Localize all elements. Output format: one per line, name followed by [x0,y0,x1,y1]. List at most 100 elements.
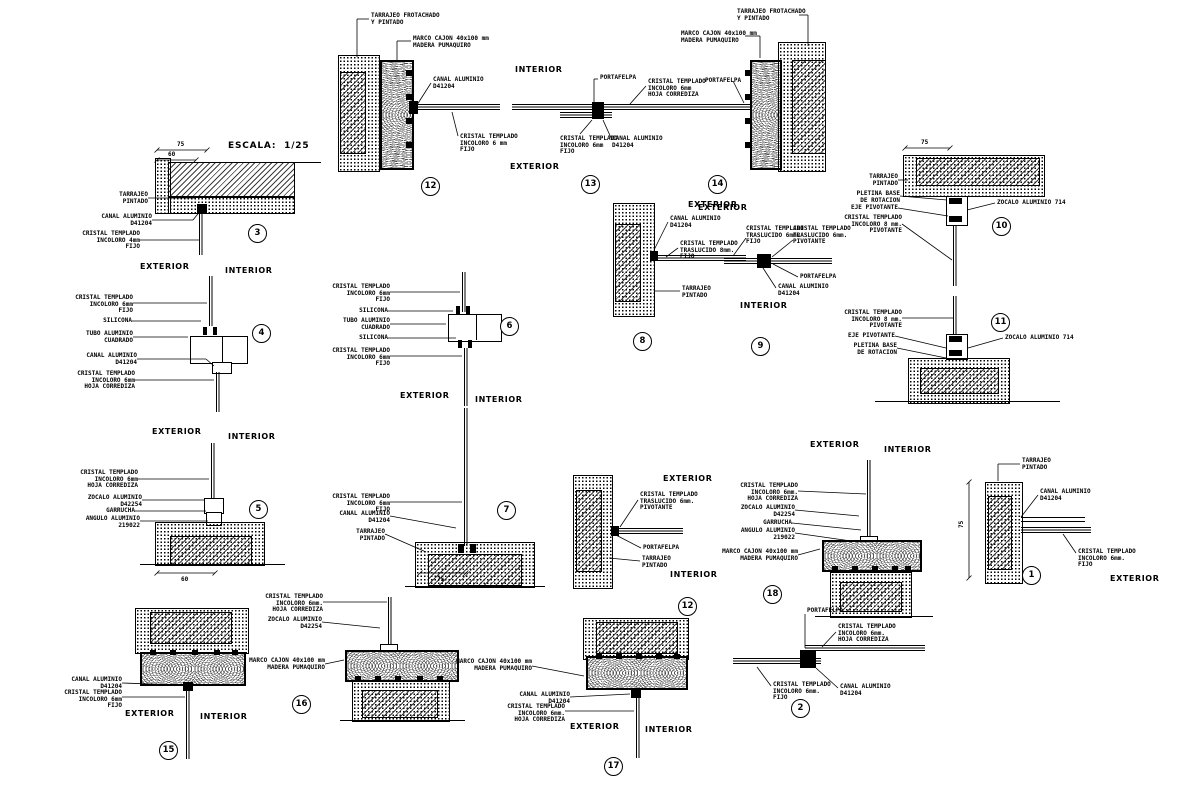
annotation-label: CANAL ALUMINIO D41204 [339,510,390,524]
gasket-block [406,70,412,76]
glass-pane-horizontal [611,528,683,535]
overlap-joint-block [800,650,816,668]
zone-label: INTERIOR [645,725,693,734]
annotation-label: CANAL ALUMINIO D41204 [433,76,484,90]
annotation-label: PORTAFELPA [705,77,742,84]
annotation-label: PLETINA BASE DE ROTACION [856,190,900,204]
annotation-label: CRISTAL TEMPLADO INCOLORO 8 mm. PIVOTANT… [844,309,902,330]
annotation-label: ZOCALO ALUMINIO 714 [997,199,1066,206]
annotation-label: ANGULO ALUMINIO 219022 [85,515,140,529]
annotation-label: CRISTAL TEMPLADO INCOLORO 6mm. HOJA CORR… [740,482,798,503]
zone-label: INTERIOR [228,432,276,441]
annotation-label: PORTAFELPA [643,544,680,551]
gasket-block [596,654,602,659]
annotation-label: CRISTAL TEMPLADO INCOLORO 6mm. FIJO [773,681,831,702]
glass-pane-vertical [462,272,466,312]
aluminum-channel-block [650,251,658,261]
glass-pane-horizontal [724,258,832,265]
concrete-hatch-region [168,162,295,198]
concrete-hatch-region [340,72,366,154]
detail-callout-2: 2 [791,699,810,718]
dimension-label: 60 [168,151,176,158]
silicone-block [213,327,217,335]
concrete-hatch-region [840,582,902,612]
glass-pane-vertical [388,597,392,647]
edge-line [340,720,465,721]
dimension-label: 75 [437,576,445,583]
concrete-hatch-region [920,368,999,394]
annotation-label: ZOCALO ALUMINIO 714 [1005,334,1074,341]
glass-pane-vertical [464,348,468,406]
zone-label: EXTERIOR [810,440,860,449]
annotation-label: CRISTAL TEMPLADO INCOLORO 6mm FIJO [332,283,390,304]
zone-label: INTERIOR [740,301,788,310]
aluminum-channel-block [409,101,418,114]
annotation-label: TUBO ALUMINIO CUADRADO [86,330,133,344]
annotation-label: GARRUCHA [106,507,135,514]
detail-callout-16: 16 [292,695,311,714]
gasket-block [406,94,412,100]
tube-division-line [476,314,477,340]
detail-callout-5: 5 [249,500,268,519]
detail-callout-1: 1 [1022,566,1041,585]
annotation-label: CRISTAL TEMPLADO TRASLUCIDO 6mm. PIVOTAN… [793,225,851,246]
concrete-hatch-region [916,158,1040,186]
detail-callout-8: 8 [633,332,652,351]
plaster-stipple-region [168,196,295,214]
detail-callout-9: 9 [751,337,770,356]
zone-label: INTERIOR [515,65,563,74]
gasket-block [832,566,838,571]
annotation-label: EJE PIVOTANTE [851,204,898,211]
channel-line [1021,521,1085,522]
pivot-plate-block [949,216,962,222]
annotation-label: TARRAJEO FROTACHADO Y PINTADO [737,8,806,22]
zone-label: INTERIOR [225,266,273,275]
annotation-label: CANAL ALUMINIO D41204 [670,215,721,229]
edge-line [815,616,933,617]
tube-division-line [222,336,223,362]
concrete-hatch-region [170,536,252,565]
gasket-block [214,650,220,655]
annotation-label: MARCO CAJON 40x100 mm MADERA PUMAQUIRO [413,35,489,49]
aluminum-channel-block [631,689,641,698]
pivot-plate-block [949,198,962,204]
glass-pane-vertical [216,372,220,412]
gasket-block [656,654,662,659]
annotation-label: CRISTAL TEMPLADO INCOLORO 6mm. HOJA CORR… [838,623,896,644]
annotation-label: CANAL ALUMINIO D41204 [101,213,152,227]
gasket-block [745,118,751,124]
annotation-label: CRISTAL TEMPLADO TRASLUCIDO 8mm. FIJO [680,240,738,261]
annotation-label: CRISTAL TEMPLADO INCOLORO 6mm HOJA CORRE… [80,469,138,490]
glass-pane-vertical [211,443,215,501]
annotation-label: CANAL ALUMINIO D41204 [840,683,891,697]
edge-line [405,586,545,587]
edge-line [293,162,321,163]
detail-callout-11: 11 [991,313,1010,332]
glass-pane-vertical [209,276,213,326]
detail-callout-6: 6 [500,317,519,336]
annotation-label: CRISTAL TEMPLADO TRASLUCIDO 6mm. PIVOTAN… [640,491,698,512]
aluminum-channel-block [197,204,207,213]
annotation-label: CRISTAL TEMPLADO INCOLORO 6 mm FIJO [460,133,518,154]
gasket-block [674,654,680,659]
wood-frame [586,656,688,690]
annotation-label: CANAL ALUMINIO D41204 [1040,488,1091,502]
wood-frame [380,60,414,170]
glass-pane-vertical [186,691,190,759]
silicone-block [458,340,462,348]
concrete-hatch-region [428,554,522,586]
annotation-label: SILICONA [103,317,132,324]
glass-pane-vertical [867,460,872,536]
glass-pane-vertical [464,408,468,546]
detail-callout-17: 17 [604,757,623,776]
gasket-block [375,676,381,681]
detail-callout-13: 13 [581,175,600,194]
gasket-block [745,142,751,148]
wood-frame [140,652,246,686]
annotation-label: MARCO CAJON 40x100 mm MADERA PUMAQUIRO [681,30,757,44]
annotation-label: CRISTAL TEMPLADO INCOLORO 6mm FIJO [332,493,390,514]
gasket-block [745,70,751,76]
channel-line [1021,517,1085,518]
concrete-hatch-region [576,490,602,572]
